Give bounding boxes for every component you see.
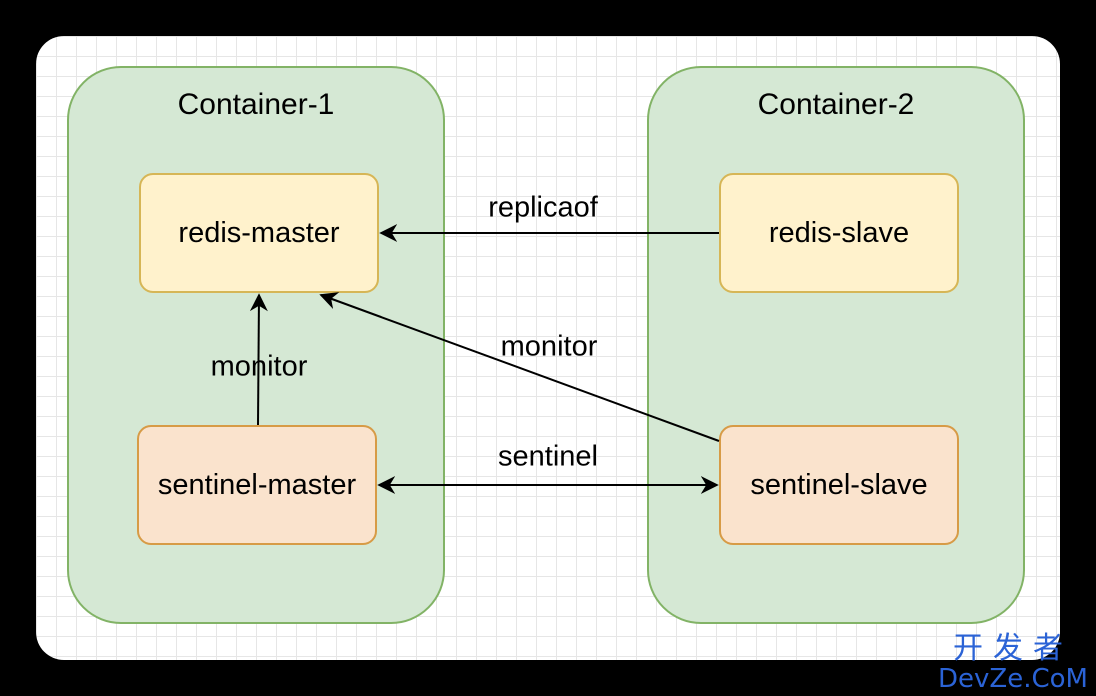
redis-slave-node[interactable]: redis-slave xyxy=(719,173,959,293)
redis-master-node[interactable]: redis-master xyxy=(139,173,379,293)
sentinel-master-node[interactable]: sentinel-master xyxy=(137,425,377,545)
diagram-canvas: Container-1 Container-2 redis-master red… xyxy=(36,36,1060,660)
edges-layer xyxy=(249,224,720,494)
monitor-remote-label: monitor xyxy=(500,330,598,363)
sentinel-slave-node[interactable]: sentinel-slave xyxy=(719,425,959,545)
monitor-local-label: monitor xyxy=(210,350,308,383)
container-1-title: Container-1 xyxy=(177,88,335,121)
container-2-title: Container-2 xyxy=(757,88,915,121)
watermark-line1: 开发者 xyxy=(953,631,1073,666)
watermark: 开发者 DevZe.CoM xyxy=(938,631,1088,694)
monitor-local-arrow xyxy=(249,293,268,426)
watermark-line2: DevZe.CoM xyxy=(938,664,1088,694)
monitor-remote-arrow xyxy=(319,292,720,442)
replicaof-label: replicaof xyxy=(488,191,598,224)
sentinel-label: sentinel xyxy=(498,440,598,473)
